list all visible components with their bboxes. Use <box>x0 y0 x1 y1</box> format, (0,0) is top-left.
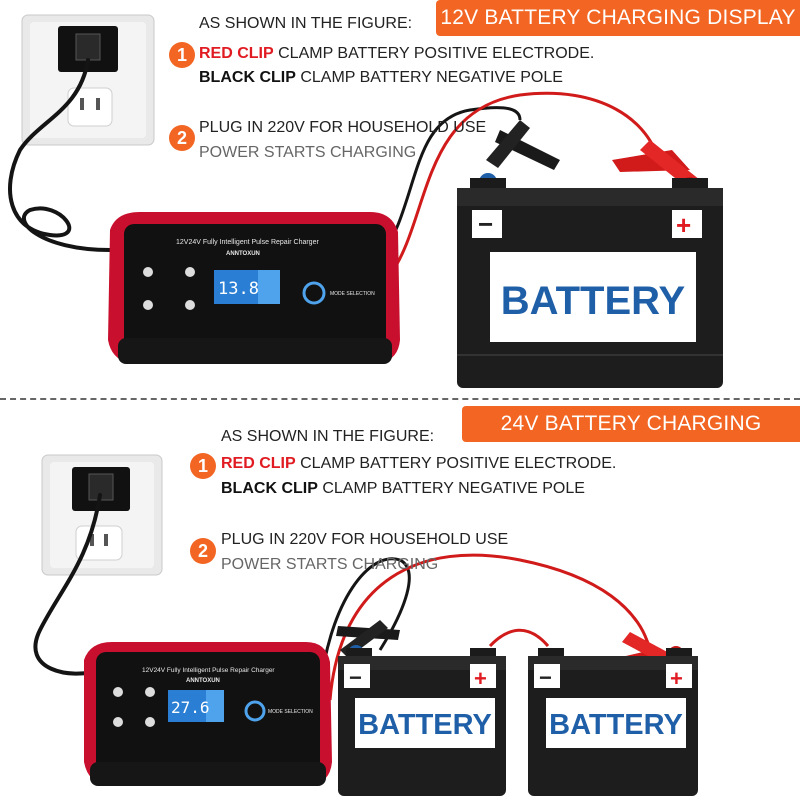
battery-minus-sign: − <box>349 665 362 690</box>
battery-minus-sign: − <box>539 665 552 690</box>
mode-selection-label: MODE SELECTION <box>330 291 375 297</box>
intro-text: AS SHOWN IN THE FIGURE: <box>221 428 435 445</box>
banner-24v: 24V BATTERY CHARGING DISPLAY <box>462 406 800 471</box>
intro-text: AS SHOWN IN THE FIGURE: <box>199 15 413 32</box>
charger-icon <box>84 642 332 786</box>
power-outlet-icon <box>41 454 163 576</box>
power-outlet-icon <box>21 14 155 146</box>
panel-12v: 12V24V Fully Intelligent Pulse Repair Ch… <box>8 0 800 388</box>
battery-label: BATTERY <box>501 279 686 323</box>
step-1-badge: 1 <box>169 42 195 68</box>
charger-brand: ANNTOXUN <box>226 251 260 257</box>
section-divider <box>0 398 800 400</box>
step-1-red-line: RED CLIP CLAMP BATTERY POSITIVE ELECTROD… <box>199 45 594 63</box>
battery-plus-sign: + <box>676 210 691 240</box>
scene-24v: 12V24V Fully Intelligent Pulse Repair Ch… <box>33 454 698 796</box>
battery-plus-sign: + <box>670 666 683 691</box>
black-cable <box>318 557 411 691</box>
charger-brand: ANNTOXUN <box>186 678 220 684</box>
battery-label: BATTERY <box>549 709 683 741</box>
black-clip-label: BLACK CLIP <box>199 69 296 86</box>
charger-icon <box>108 212 400 364</box>
mode-selection-label: MODE SELECTION <box>268 709 313 715</box>
battery-icon <box>338 648 506 796</box>
panel-24v: 12V24V Fully Intelligent Pulse Repair Ch… <box>0 400 800 800</box>
red-clip-label: RED CLIP <box>221 455 296 472</box>
step-2-badge: 2 <box>190 538 216 564</box>
charger-title: 12V24V Fully Intelligent Pulse Repair Ch… <box>176 239 319 246</box>
battery-plus-sign: + <box>474 666 487 691</box>
step-2-badge: 2 <box>169 125 195 151</box>
black-clip-instruction: CLAMP BATTERY NEGATIVE POLE <box>317 480 585 497</box>
step-2-line-1: PLUG IN 220V FOR HOUSEHOLD USE <box>221 531 509 548</box>
step-2-line-2: POWER STARTS CHARGING <box>199 144 417 161</box>
bridge-cable <box>488 628 550 648</box>
battery-icon <box>457 178 723 388</box>
black-clip-instruction: CLAMP BATTERY NEGATIVE POLE <box>295 69 563 86</box>
red-cable <box>388 91 662 276</box>
lcd-readout: 27.6 <box>171 698 210 717</box>
battery-label: BATTERY <box>358 709 492 741</box>
red-cable <box>328 553 652 701</box>
charger-title: 12V24V Fully Intelligent Pulse Repair Ch… <box>142 667 275 674</box>
step-2-line-1: PLUG IN 220V FOR HOUSEHOLD USE <box>199 119 487 136</box>
step-2-line-2: POWER STARTS CHARGING <box>221 556 439 573</box>
banner-12v: 12V BATTERY CHARGING DISPLAY <box>436 0 800 36</box>
power-cord <box>8 58 112 252</box>
red-clip-instruction: CLAMP BATTERY POSITIVE ELECTRODE. <box>295 455 617 472</box>
step-1-black-line: BLACK CLIP CLAMP BATTERY NEGATIVE POLE <box>221 480 585 498</box>
red-clip-instruction: CLAMP BATTERY POSITIVE ELECTRODE. <box>273 45 595 62</box>
power-cord <box>33 493 102 676</box>
step-1-badge: 1 <box>190 453 216 479</box>
black-clip-label: BLACK CLIP <box>221 480 318 497</box>
step-1-black-line: BLACK CLIP CLAMP BATTERY NEGATIVE POLE <box>199 69 563 87</box>
lcd-readout: 13.8 <box>218 279 259 299</box>
step-1-red-line: RED CLIP CLAMP BATTERY POSITIVE ELECTROD… <box>221 455 616 473</box>
scene-12v: 12V24V Fully Intelligent Pulse Repair Ch… <box>8 14 723 388</box>
red-clip-label: RED CLIP <box>199 45 274 62</box>
battery-icon <box>528 648 698 796</box>
black-cable <box>378 106 522 261</box>
battery-minus-sign: − <box>478 209 493 239</box>
